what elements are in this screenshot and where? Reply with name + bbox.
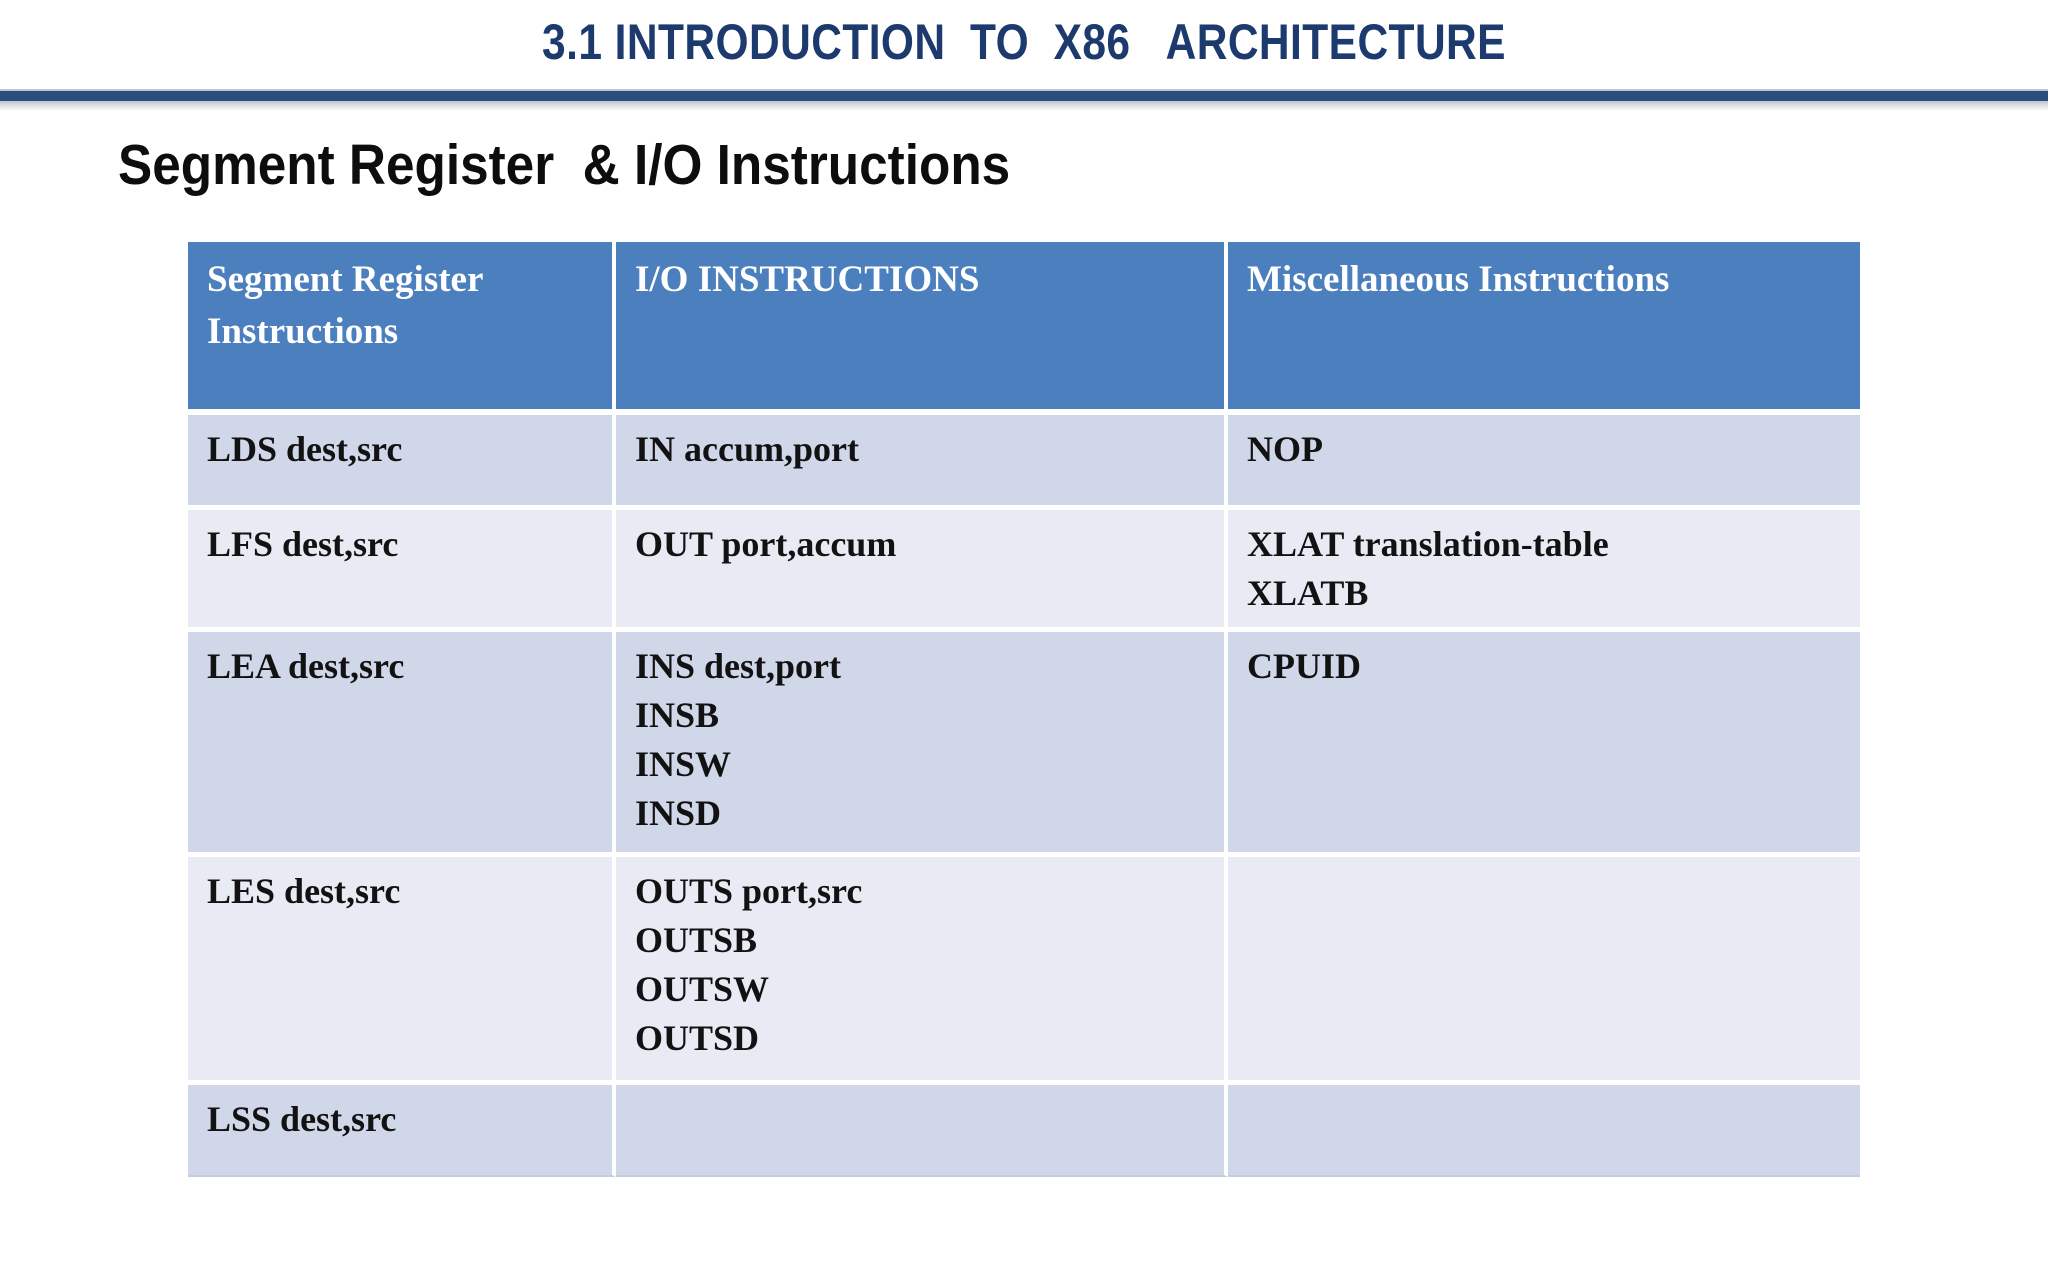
table-cell: NOP [1228, 415, 1860, 510]
table-cell: LES dest,src [188, 857, 616, 1085]
table-row: LSS dest,src [188, 1085, 1860, 1177]
table-cell: LSS dest,src [188, 1085, 616, 1177]
table-row: LES dest,src OUTS port,src OUTSB OUTSW O… [188, 857, 1860, 1085]
table-cell: OUT port,accum [616, 510, 1228, 632]
slide-title: 3.1 INTRODUCTION TO X86 ARCHITECTURE [542, 14, 1506, 70]
table-cell [616, 1085, 1228, 1177]
table-cell: LEA dest,src [188, 632, 616, 857]
column-header-io-instructions: I/O INSTRUCTIONS [616, 242, 1228, 415]
table-cell: IN accum,port [616, 415, 1228, 510]
column-header-segment-register: Segment Register Instructions [188, 242, 616, 415]
table-cell: OUTS port,src OUTSB OUTSW OUTSD [616, 857, 1228, 1085]
table-row: LFS dest,src OUT port,accum XLAT transla… [188, 510, 1860, 632]
table-cell: CPUID [1228, 632, 1860, 857]
table-header-row: Segment Register Instructions I/O INSTRU… [188, 242, 1860, 415]
table-cell: INS dest,port INSB INSW INSD [616, 632, 1228, 857]
table-row: LEA dest,src INS dest,port INSB INSW INS… [188, 632, 1860, 857]
table-cell: LDS dest,src [188, 415, 616, 510]
column-header-miscellaneous: Miscellaneous Instructions [1228, 242, 1860, 415]
table-cell [1228, 857, 1860, 1085]
table-row: LDS dest,src IN accum,port NOP [188, 415, 1860, 510]
table-cell: LFS dest,src [188, 510, 616, 632]
section-heading: Segment Register & I/O Instructions [118, 133, 1011, 197]
title-divider-shadow [0, 101, 2048, 111]
table-cell: XLAT translation-table XLATB [1228, 510, 1860, 632]
title-divider-bar [0, 89, 2048, 101]
table-cell [1228, 1085, 1860, 1177]
instructions-table: Segment Register Instructions I/O INSTRU… [188, 242, 1860, 1177]
